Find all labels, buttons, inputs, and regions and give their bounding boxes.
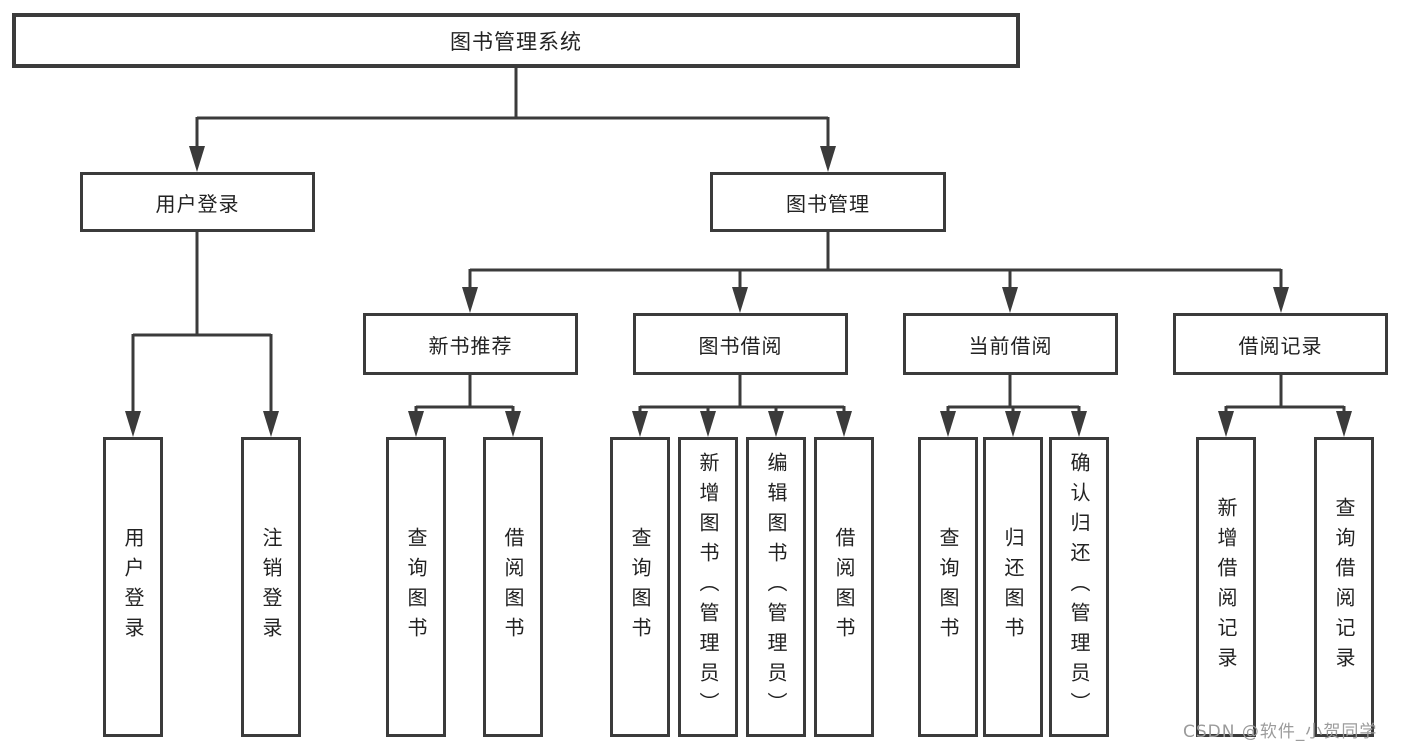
arrowhead [732, 287, 748, 313]
node-label: 注销登录 [259, 527, 283, 647]
leaf-add-book-admin: 新增图书（管理员） [678, 437, 738, 737]
node-label: 编辑图书（管理员） [764, 452, 788, 722]
node-label: 新书推荐 [428, 333, 513, 358]
leaf-borrow-books-2: 借阅图书 [814, 437, 874, 737]
node-label: 确认归还（管理员） [1067, 452, 1091, 722]
node-label: 图书借阅 [698, 333, 783, 358]
node-label: 查询图书 [936, 527, 960, 647]
arrowhead [632, 411, 648, 437]
arrowhead [1071, 411, 1087, 437]
node-label: 图书管理系统 [450, 29, 582, 54]
arrowhead [700, 411, 716, 437]
arrowhead [1273, 287, 1289, 313]
node-current-borrow: 当前借阅 [903, 313, 1118, 375]
node-new-book-recommend: 新书推荐 [363, 313, 578, 375]
arrowhead [1336, 411, 1352, 437]
leaf-query-books-1: 查询图书 [386, 437, 446, 737]
leaf-query-borrow-record: 查询借阅记录 [1314, 437, 1374, 737]
arrowhead [768, 411, 784, 437]
arrowhead [836, 411, 852, 437]
node-library-management-system: 图书管理系统 [12, 13, 1020, 68]
leaf-query-books-2: 查询图书 [610, 437, 670, 737]
node-label: 归还图书 [1001, 527, 1025, 647]
leaf-edit-book-admin: 编辑图书（管理员） [746, 437, 806, 737]
node-label: 图书管理 [786, 191, 870, 216]
arrowhead [940, 411, 956, 437]
node-label: 借阅图书 [832, 527, 856, 647]
node-label: 查询图书 [628, 527, 652, 647]
leaf-confirm-return-admin: 确认归还（管理员） [1049, 437, 1109, 737]
arrowhead [125, 411, 141, 437]
leaf-borrow-books-1: 借阅图书 [483, 437, 543, 737]
node-label: 用户登录 [155, 191, 240, 216]
node-book-management: 图书管理 [710, 172, 946, 232]
node-borrow-records: 借阅记录 [1173, 313, 1388, 375]
node-label: 用户登录 [121, 527, 145, 647]
leaf-user-login: 用户登录 [103, 437, 163, 737]
csdn-watermark: CSDN @软件_小贺同学 [1183, 722, 1378, 742]
arrowhead [505, 411, 521, 437]
node-book-borrow: 图书借阅 [633, 313, 848, 375]
arrowhead [1218, 411, 1234, 437]
leaf-logout: 注销登录 [241, 437, 301, 737]
leaf-return-book: 归还图书 [983, 437, 1043, 737]
arrowhead [1005, 411, 1021, 437]
arrowhead [462, 287, 478, 313]
leaf-query-books-3: 查询图书 [918, 437, 978, 737]
node-user-login: 用户登录 [80, 172, 315, 232]
arrowhead [189, 146, 205, 172]
node-label: 借阅记录 [1238, 333, 1323, 358]
node-label: 查询图书 [404, 527, 428, 647]
node-label: 新增借阅记录 [1214, 497, 1238, 677]
arrowhead [263, 411, 279, 437]
node-label: 当前借阅 [968, 333, 1053, 358]
node-label: 借阅图书 [501, 527, 525, 647]
leaf-add-borrow-record: 新增借阅记录 [1196, 437, 1256, 737]
node-label: 查询借阅记录 [1332, 497, 1356, 677]
arrowhead [820, 146, 836, 172]
arrowhead [1002, 287, 1018, 313]
arrowhead [408, 411, 424, 437]
node-label: 新增图书（管理员） [696, 452, 720, 722]
